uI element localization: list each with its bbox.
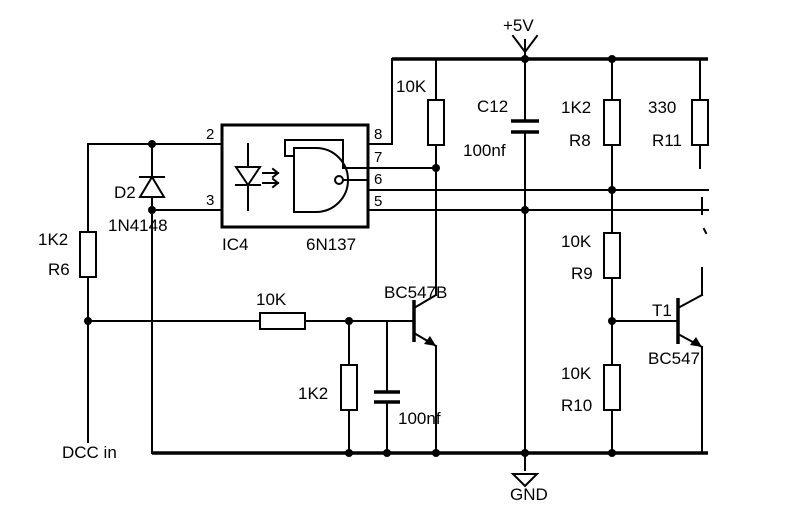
resistor-base-pulldown xyxy=(340,364,358,411)
junction-dot xyxy=(148,206,156,214)
junction-dot xyxy=(383,449,391,457)
d2-part: 1N4148 xyxy=(108,216,168,235)
r9-ref: R9 xyxy=(571,264,593,283)
r10-value: 10K xyxy=(561,364,592,383)
c12-ref: C12 xyxy=(477,97,508,116)
resistor-r6 xyxy=(79,231,97,278)
pin8-wire xyxy=(367,58,393,145)
base-series-value: 10K xyxy=(256,290,287,309)
base-pulldown-value: 1K2 xyxy=(298,384,328,403)
pin-6: 6 xyxy=(374,171,382,188)
edge-fragment-b xyxy=(702,227,708,235)
r10-ref: R10 xyxy=(561,396,592,415)
c12-value: 100nf xyxy=(463,141,506,160)
junction-dot xyxy=(521,206,529,214)
junction-dot xyxy=(148,140,156,148)
d2-ref: D2 xyxy=(114,183,136,202)
ic4-part: 6N137 xyxy=(306,235,356,254)
t1-part: BC547 xyxy=(648,349,700,368)
resistor-r11 xyxy=(691,99,709,146)
bc547b-part: BC547B xyxy=(384,283,447,302)
r11-value: 330 xyxy=(648,98,676,117)
junction-dot xyxy=(521,449,529,457)
resistor-pullup xyxy=(427,99,445,146)
ground-terminal xyxy=(510,452,540,488)
junction-dot xyxy=(432,164,440,172)
ground-label: GND xyxy=(510,485,548,504)
resistor-r8 xyxy=(603,99,621,146)
pin-3: 3 xyxy=(206,192,214,209)
junction-dot xyxy=(345,317,353,325)
pin-5: 5 xyxy=(374,193,382,210)
base-capacitor xyxy=(374,390,400,404)
r8-value: 1K2 xyxy=(561,98,591,117)
r6-ref: R6 xyxy=(48,260,70,279)
base-cap-value: 100nf xyxy=(398,409,441,428)
junction-dot xyxy=(84,317,92,325)
r6-value: 1K2 xyxy=(38,230,68,249)
junction-dot xyxy=(432,449,440,457)
transistor-bc547b xyxy=(412,293,438,454)
t1-ref: T1 xyxy=(652,301,672,320)
junction-dot xyxy=(345,449,353,457)
diode-d2 xyxy=(138,175,166,198)
r11-ref: R11 xyxy=(652,131,682,150)
junction-dot xyxy=(608,449,616,457)
c12-capacitor xyxy=(511,119,539,134)
resistor-r9 xyxy=(603,232,621,279)
pin-8: 8 xyxy=(374,126,382,143)
r9-value: 10K xyxy=(561,232,592,251)
junction-dot xyxy=(608,55,616,63)
dcc-in-label: DCC in xyxy=(62,443,117,462)
pullup-value: 10K xyxy=(396,77,427,96)
vcc-label: +5V xyxy=(503,16,534,35)
opto-nand-gate-icon xyxy=(284,139,369,213)
resistor-base-series xyxy=(259,312,306,330)
pin-7: 7 xyxy=(374,149,382,166)
ic4-ref: IC4 xyxy=(222,235,248,254)
junction-dot xyxy=(608,317,616,325)
resistor-r10 xyxy=(603,364,621,411)
transistor-t1 xyxy=(676,267,704,454)
optocoupler-ic4 xyxy=(220,123,370,229)
junction-dot xyxy=(521,55,529,63)
r8-ref: R8 xyxy=(569,131,591,150)
opto-led-icon xyxy=(234,143,280,211)
junction-dot xyxy=(608,186,616,194)
pin-2: 2 xyxy=(206,126,214,143)
